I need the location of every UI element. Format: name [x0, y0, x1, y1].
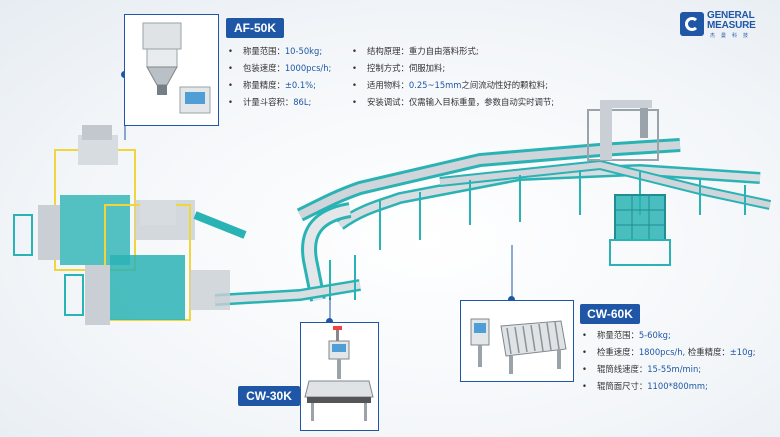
cw30k-leader-dot: [326, 318, 333, 325]
af50k-spec-range: 称量范围：10-50kg;: [228, 43, 331, 60]
af50k-spec-material: 适用物料：0.25~15mm之间流动性好的颗粒料;: [352, 77, 554, 94]
cw60k-spec-range: 称量范围：5-60kg;: [582, 327, 756, 344]
af50k-spec-list-left: 称量范围：10-50kg; 包装速度：1000pcs/h; 称量精度：±0.1%…: [228, 43, 331, 111]
af50k-thumbnail: [124, 14, 219, 126]
af50k-badge: AF-50K: [226, 18, 284, 38]
cw30k-checkweigher-image: [304, 326, 374, 421]
brand-name-cn: 杰曼科技: [710, 33, 755, 39]
cw60k-badge: CW-60K: [580, 304, 640, 324]
brand-name-line1: GENERAL: [707, 10, 755, 21]
cw60k-thumbnail: [460, 300, 574, 382]
cw60k-checkweigher-image: [470, 318, 567, 374]
af50k-spec-speed: 包装速度：1000pcs/h;: [228, 60, 331, 77]
af50k-spec-list-right: 结构原理：重力自由落料形式; 控制方式：伺服加料; 适用物料：0.25~15mm…: [352, 43, 554, 111]
pallet-station: [609, 194, 671, 266]
cw60k-spec-roller-speed: 辊筒线速度：15-55m/min;: [582, 361, 756, 378]
af50k-spec-setup: 安装调试：仅需输入目标重量，参数自动实时调节;: [352, 94, 554, 111]
gm-logo-icon: [680, 12, 704, 36]
brand-name: GENERAL MEASURE: [707, 11, 756, 31]
af50k-spec-control: 控制方式：伺服加料;: [352, 60, 554, 77]
brand-logo: GENERAL MEASURE 杰曼科技: [680, 10, 775, 42]
packing-station-1: [13, 125, 247, 271]
af50k-spec-structure: 结构原理：重力自由落料形式;: [352, 43, 554, 60]
packing-station-2: [64, 200, 230, 325]
cw60k-spec-speed-accuracy: 检重速度：1800pcs/h, 检重精度：±10g;: [582, 344, 756, 361]
af50k-spec-volume: 计量斗容积：86L;: [228, 94, 331, 111]
cw60k-leader-dot: [508, 296, 515, 303]
brand-name-line2: MEASURE: [707, 20, 756, 31]
af50k-spec-accuracy: 称量精度：±0.1%;: [228, 77, 331, 94]
cw30k-thumbnail: [300, 322, 379, 431]
af50k-weigher-image: [142, 22, 211, 114]
cw30k-badge: CW-30K: [238, 386, 300, 406]
main-conveyor: [214, 138, 772, 306]
cw60k-spec-list: 称量范围：5-60kg; 检重速度：1800pcs/h, 检重精度：±10g; …: [582, 327, 756, 395]
robot-palletizer: [587, 100, 659, 161]
cw60k-spec-roller-size: 辊筒面尺寸：1100*800mm;: [582, 378, 756, 395]
